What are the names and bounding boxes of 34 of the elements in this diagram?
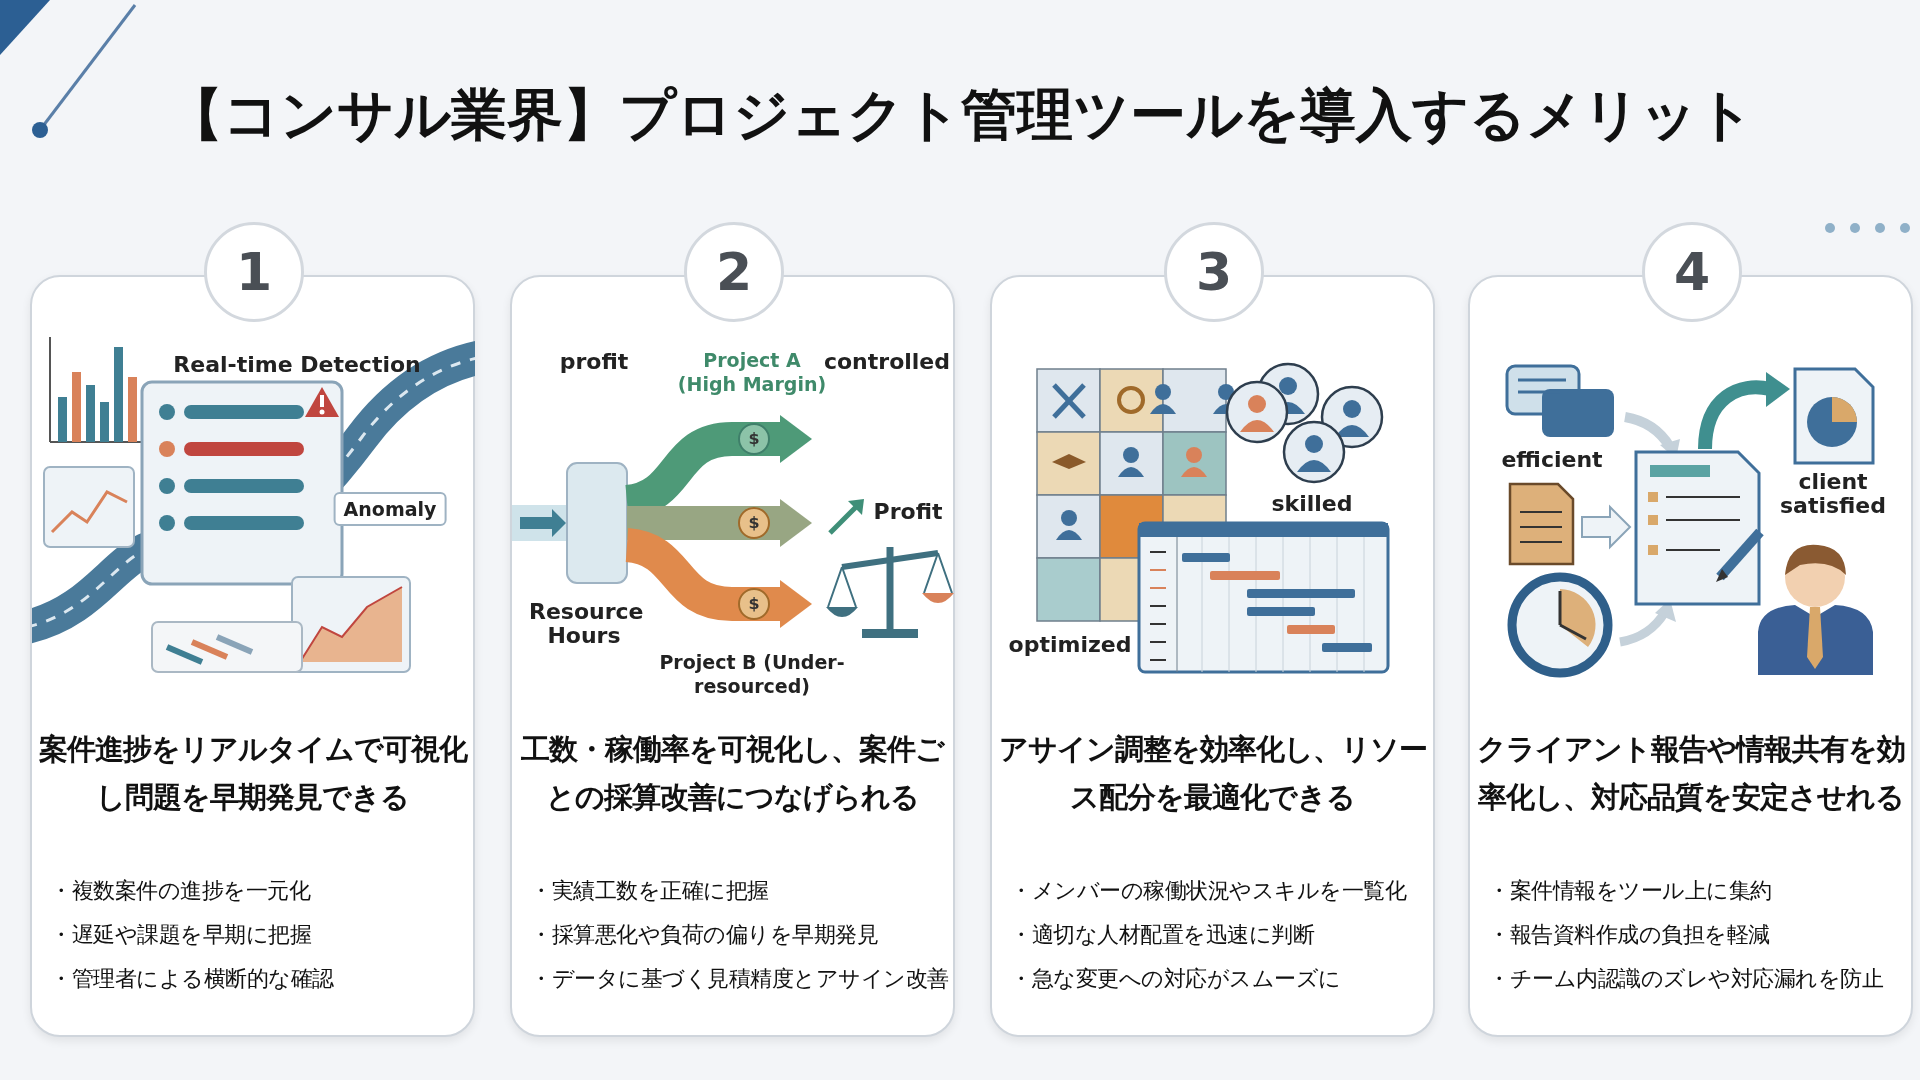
bullet-item: ・適切な人材配置を迅速に判断 — [1010, 921, 1316, 949]
illustration-label: Project B (Under-resourced) — [658, 650, 846, 698]
currency-symbol: $ — [748, 512, 760, 534]
callout-tag: Anomaly — [333, 492, 447, 526]
illustration-label: controlled — [823, 350, 951, 374]
bullet-item: ・案件情報をツール上に集約 — [1488, 877, 1773, 905]
bullet-item: ・採算悪化や負荷の偏りを早期発見 — [530, 921, 879, 949]
card-heading: 工数・稼働率を可視化し、案件ごとの採算改善につなげられる — [520, 731, 946, 816]
bullet-item: ・管理者による横断的な確認 — [50, 965, 335, 993]
bullet-item: ・メンバーの稼働状況やスキルを一覧化 — [1010, 877, 1408, 905]
bullet-item: ・遅延や課題を早期に把握 — [50, 921, 312, 949]
number-badge: 1 — [204, 222, 304, 322]
illustration-label: client satisfied — [1778, 470, 1888, 518]
page-title: 【コンサル業界】プロジェクト管理ツールを導入するメリット — [165, 81, 1755, 149]
bullet-item: ・報告資料作成の負担を軽減 — [1488, 921, 1771, 949]
currency-symbol: $ — [748, 428, 760, 450]
illustration-label: efficient — [1501, 448, 1603, 472]
number-badge: 2 — [684, 222, 784, 322]
illustration-label: profit — [559, 350, 629, 374]
currency-symbol: $ — [748, 593, 760, 615]
card-heading: 案件進捗をリアルタイムで可視化し問題を早期発見できる — [38, 731, 467, 816]
illustration-label: Profit — [873, 500, 943, 524]
bullet-item: ・実績工数を正確に把握 — [530, 877, 770, 905]
card-heading: クライアント報告や情報共有を効率化し、対応品質を安定させれる — [1476, 731, 1905, 816]
bullet-item: ・複数案件の進捗を一元化 — [50, 877, 312, 905]
bullet-item: ・チーム内認識のズレや対応漏れを防止 — [1488, 965, 1884, 993]
illustration-label: Real-time Detection — [173, 353, 421, 377]
bullet-item: ・急な変更への対応がスムーズに — [1010, 965, 1342, 993]
card-heading: アサイン調整を効率化し、リソース配分を最適化できる — [998, 731, 1427, 816]
number-badge: 4 — [1642, 222, 1742, 322]
bullet-item: ・データに基づく見積精度とアサイン改善 — [530, 965, 947, 993]
number-badge: 3 — [1164, 222, 1264, 322]
illustration-label: skilled — [1271, 492, 1353, 516]
illustration-label: optimized — [1008, 633, 1132, 657]
